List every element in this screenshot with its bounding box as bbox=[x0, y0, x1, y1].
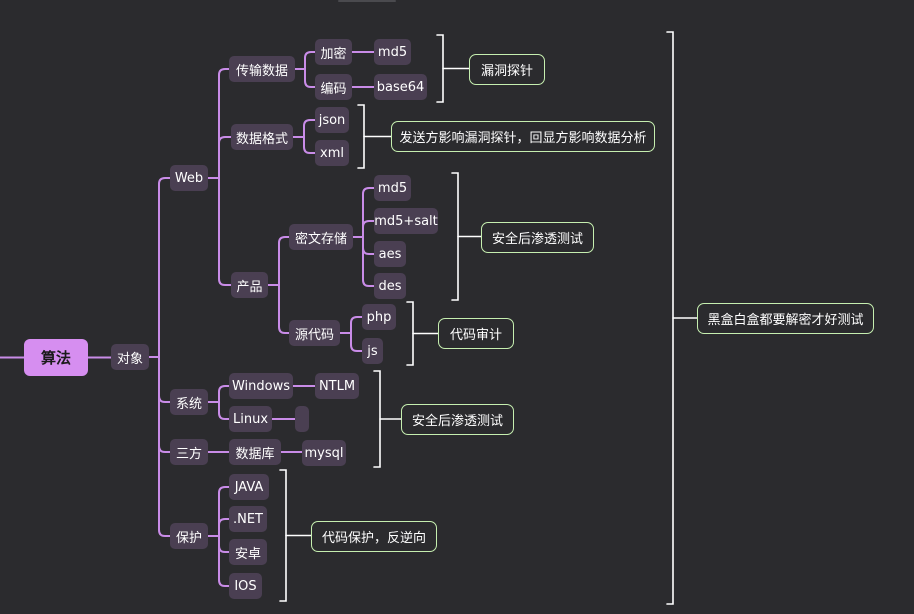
bracket-protect bbox=[279, 469, 287, 602]
connector-n-java bbox=[218, 486, 230, 537]
summary-code-protect[interactable]: 代码保护，反逆向 bbox=[311, 521, 437, 552]
node-system[interactable]: 系统 bbox=[170, 389, 208, 415]
node-windows[interactable]: Windows bbox=[229, 373, 293, 399]
node-xml[interactable]: xml bbox=[315, 140, 349, 166]
connector-n-encrypt bbox=[304, 51, 316, 70]
node-md5-salt[interactable]: md5+salt bbox=[374, 208, 438, 234]
summary-post-pentest-1[interactable]: 安全后渗透测试 bbox=[481, 222, 594, 253]
connector-n-web bbox=[158, 177, 171, 358]
summary-vuln-probe[interactable]: 漏洞探针 bbox=[469, 54, 545, 85]
node-protect[interactable]: 保护 bbox=[170, 523, 208, 549]
top-scroll-indicator bbox=[338, 0, 396, 2]
connector-n-md5salt bbox=[362, 220, 375, 238]
node-java[interactable]: JAVA bbox=[229, 474, 269, 500]
connector-n-encode bbox=[304, 68, 316, 88]
node-encrypt[interactable]: 加密 bbox=[315, 39, 352, 65]
connector-n-format bbox=[218, 136, 232, 179]
node-md5-product[interactable]: md5 bbox=[374, 175, 411, 201]
connector-n-md5p bbox=[362, 187, 375, 238]
bracket-cipher bbox=[451, 172, 459, 301]
connector-n-source bbox=[278, 284, 290, 334]
connector-n-json bbox=[303, 119, 316, 138]
root-node-algorithm[interactable]: 算法 bbox=[24, 339, 88, 376]
node-linux[interactable]: Linux bbox=[229, 406, 272, 432]
connector-n-js bbox=[350, 332, 363, 352]
node-product[interactable]: 产品 bbox=[231, 272, 268, 298]
node-web[interactable]: Web bbox=[170, 165, 208, 191]
connector-n-cipher bbox=[278, 236, 290, 286]
node-third-party[interactable]: 三方 bbox=[170, 439, 208, 465]
bracket-format bbox=[357, 104, 365, 169]
connector-n-php bbox=[350, 316, 363, 334]
connector-n-transfer bbox=[218, 68, 230, 179]
node-base64[interactable]: base64 bbox=[374, 74, 427, 100]
bracket-all bbox=[666, 31, 674, 605]
node-encode[interactable]: 编码 bbox=[315, 74, 352, 100]
node-cipher-storage[interactable]: 密文存储 bbox=[289, 224, 353, 250]
node-des[interactable]: des bbox=[374, 273, 406, 299]
summary-send-echo[interactable]: 发送方影响漏洞探针，回显方影响数据分析 bbox=[391, 121, 655, 152]
node-js[interactable]: js bbox=[362, 338, 383, 364]
bracket-source bbox=[406, 301, 414, 366]
node-database[interactable]: 数据库 bbox=[229, 439, 281, 465]
connector-n-product bbox=[218, 177, 232, 286]
connector-n-android bbox=[218, 535, 230, 553]
node-ios[interactable]: IOS bbox=[229, 573, 262, 599]
connector-n-aes bbox=[362, 236, 375, 255]
summary-code-audit[interactable]: 代码审计 bbox=[438, 318, 514, 349]
connector-n-ios bbox=[218, 535, 230, 587]
node-php[interactable]: php bbox=[362, 304, 396, 330]
node-transfer-data[interactable]: 传输数据 bbox=[229, 56, 295, 82]
connector-n-windows bbox=[218, 385, 230, 403]
node-dotnet[interactable]: .NET bbox=[229, 506, 267, 532]
connector-n-third bbox=[158, 356, 171, 453]
connector-n-xml bbox=[303, 136, 316, 154]
node-data-format[interactable]: 数据格式 bbox=[231, 124, 293, 150]
connector-n-system bbox=[158, 356, 171, 403]
connector-n-net bbox=[218, 518, 230, 537]
connector-n-linux bbox=[218, 401, 230, 420]
node-md5-transfer[interactable]: md5 bbox=[374, 39, 411, 65]
bracket-transfer bbox=[436, 34, 444, 103]
summary-post-pentest-2[interactable]: 安全后渗透测试 bbox=[401, 404, 514, 435]
node-aes[interactable]: aes bbox=[374, 241, 406, 267]
connector-n-des bbox=[362, 236, 375, 287]
node-json[interactable]: json bbox=[315, 107, 349, 133]
node-android[interactable]: 安卓 bbox=[229, 539, 267, 565]
bracket-system bbox=[373, 370, 381, 468]
summary-blackbox-whitebox[interactable]: 黑盒白盒都要解密才好测试 bbox=[697, 303, 874, 334]
node-ntlm[interactable]: NTLM bbox=[315, 373, 359, 399]
node-mysql[interactable]: mysql bbox=[302, 440, 346, 466]
connector-n-protect bbox=[158, 356, 171, 537]
node-source-code[interactable]: 源代码 bbox=[289, 320, 340, 346]
node-object[interactable]: 对象 bbox=[111, 344, 149, 370]
node-linux-empty-child[interactable] bbox=[295, 406, 309, 432]
